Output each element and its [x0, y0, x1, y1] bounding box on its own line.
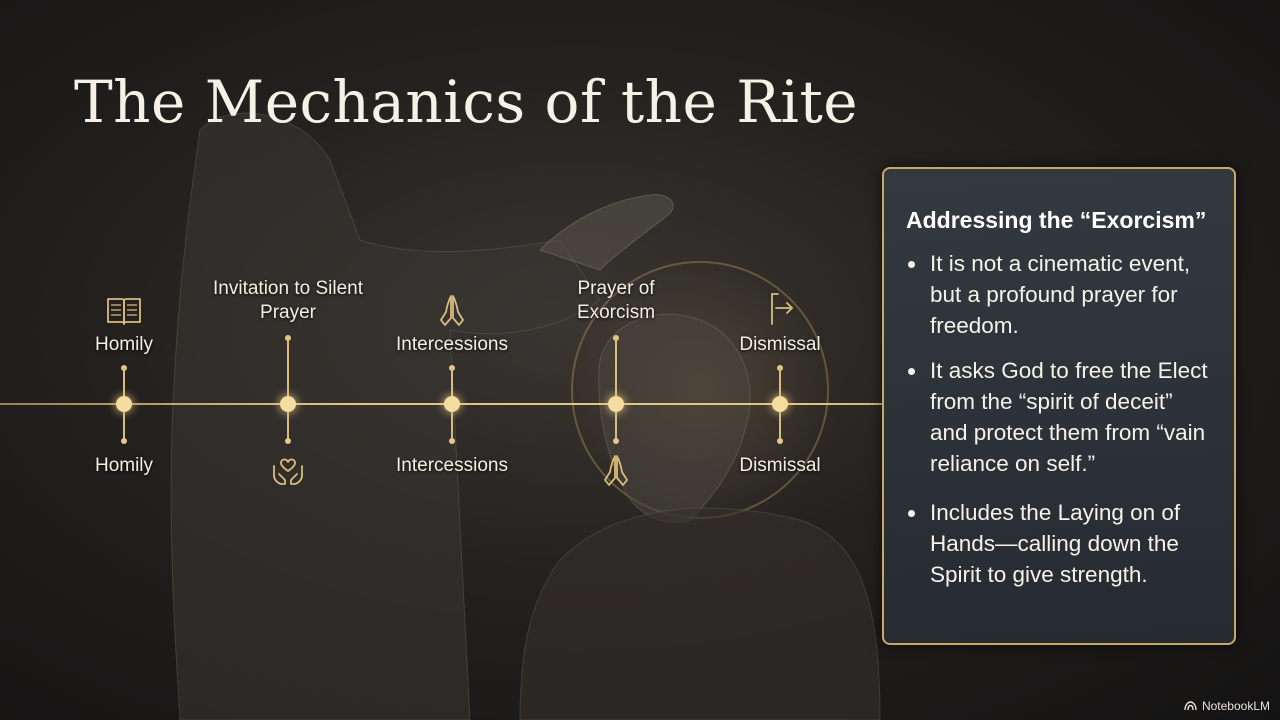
panel-bullet-list: It is not a cinematic event, but a profo… [906, 248, 1212, 590]
brand-label: NotebookLM [1201, 699, 1270, 713]
open-book-icon [104, 290, 144, 330]
step-lower-label-homily: Homily [94, 455, 154, 476]
step-upper-label-exorcism: Prayer of Exorcism [576, 278, 656, 323]
stem [779, 368, 781, 396]
stem [287, 412, 289, 440]
slide-title: The Mechanics of the Rite [74, 68, 859, 136]
timeline-node-homily [116, 396, 132, 412]
stem [451, 412, 453, 440]
step-upper-label-dismissal: Dismissal [739, 334, 821, 355]
step-lower-label-dismissal: Dismissal [739, 455, 821, 476]
praying-hands-icon [432, 290, 472, 330]
step-upper-label-intercessions: Intercessions [396, 334, 508, 355]
panel-bullet: Includes the Laying on of Hands—calling … [906, 497, 1212, 590]
stem [615, 338, 617, 396]
exorcism-info-panel: Addressing the “Exorcism” It is not a ci… [882, 167, 1236, 645]
panel-bullet: It asks God to free the Elect from the “… [906, 355, 1212, 479]
heart-hands-icon [268, 450, 308, 490]
stem [779, 412, 781, 440]
step-lower-label-intercessions: Intercessions [396, 455, 508, 476]
stem [123, 368, 125, 396]
stem [123, 412, 125, 440]
stem-dot [121, 438, 127, 444]
stem [287, 338, 289, 396]
stem-dot [777, 438, 783, 444]
timeline-line [0, 403, 882, 405]
step-upper-label-homily: Homily [94, 334, 154, 355]
timeline-node-dismissal [772, 396, 788, 412]
notebooklm-logo-icon [1184, 701, 1197, 711]
timeline-node-invitation [280, 396, 296, 412]
panel-bullet: It is not a cinematic event, but a profo… [906, 248, 1212, 341]
timeline-node-exorcism [608, 396, 624, 412]
stem-dot [449, 438, 455, 444]
praying-hands-icon [596, 450, 636, 490]
stem-dot [285, 438, 291, 444]
step-upper-label-invitation: Invitation to Silent Prayer [213, 278, 363, 323]
stem [615, 412, 617, 440]
panel-title: Addressing the “Exorcism” [906, 207, 1207, 233]
exit-arrow-icon [760, 288, 800, 328]
stem [451, 368, 453, 396]
stem-dot [613, 438, 619, 444]
timeline-node-intercessions [444, 396, 460, 412]
brand-watermark: NotebookLM [1184, 699, 1270, 713]
